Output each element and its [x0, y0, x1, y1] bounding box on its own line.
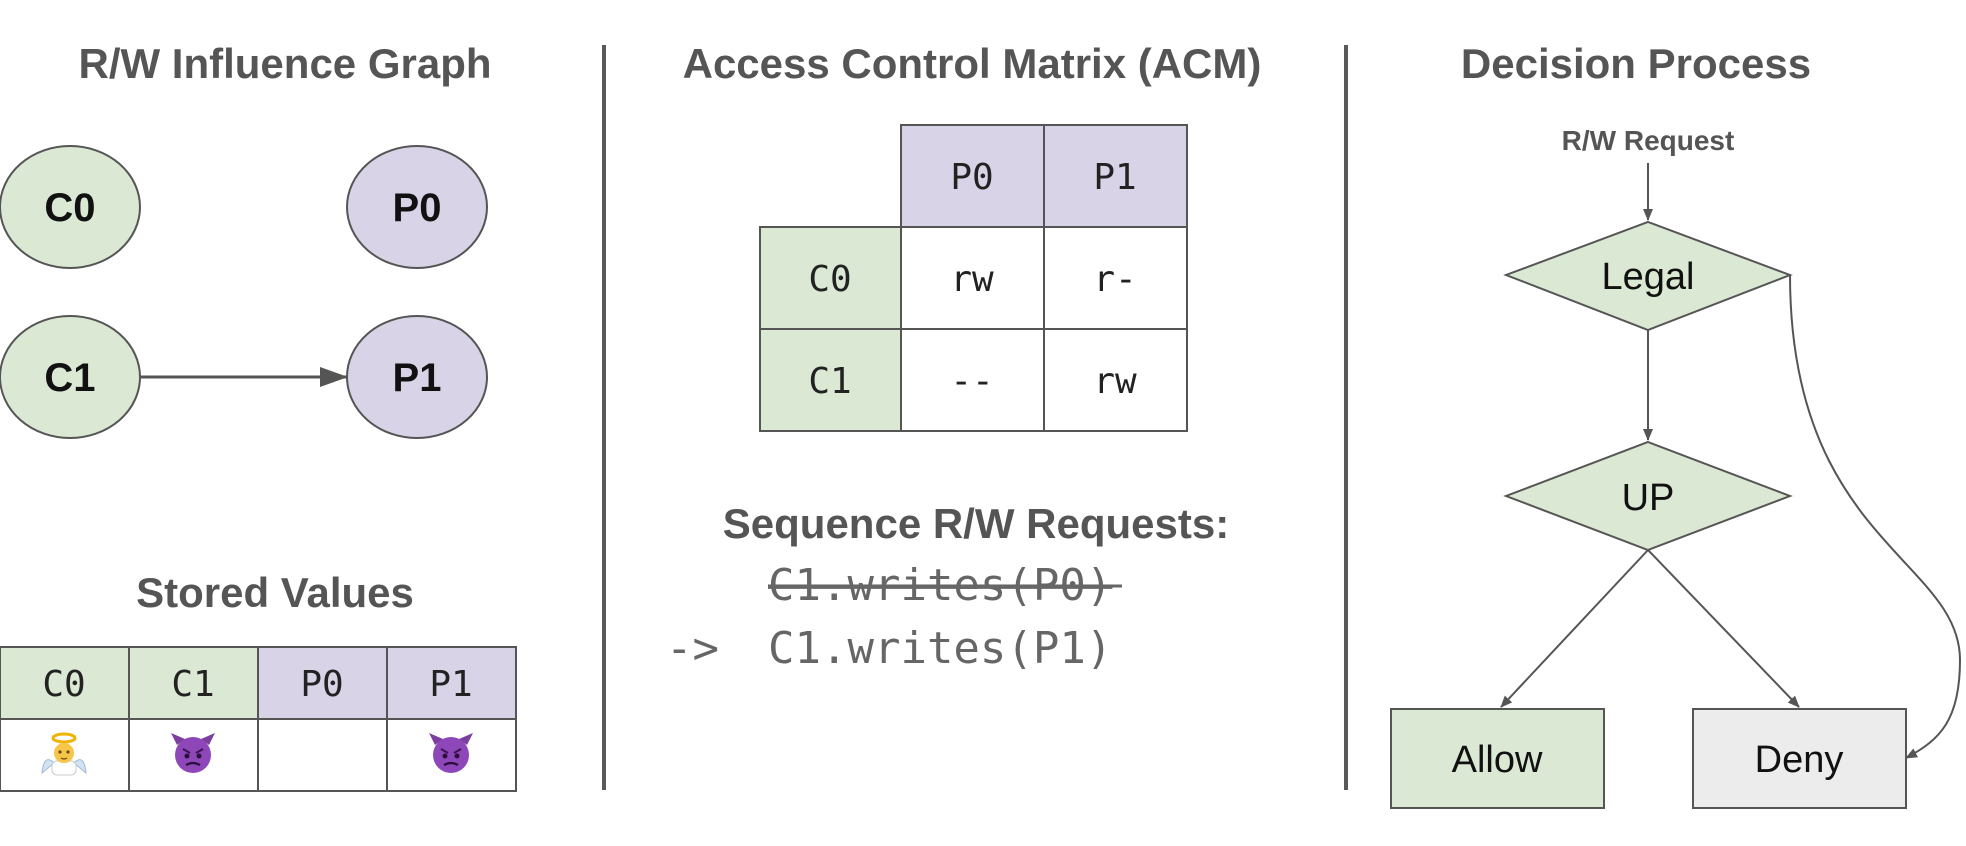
decision-node-up: UP: [1503, 440, 1793, 552]
graph-node-c0-label: C0: [44, 186, 95, 230]
stored-values-table: C0 C1 P0 P1: [0, 646, 517, 792]
sequence-current-arrow: ->: [666, 623, 719, 674]
acm-cell-c0-p1: r-: [1093, 259, 1136, 300]
flow-arrow-up-allow: [1500, 549, 1649, 708]
decision-outcome-deny-label: Deny: [1755, 739, 1844, 781]
stored-header-c1: C1: [171, 664, 214, 705]
acm-row-header-c1: C1: [808, 361, 851, 402]
decision-outcome-allow: Allow: [1390, 708, 1605, 809]
graph-node-p0: P0: [346, 145, 488, 269]
devil-emoji-icon: [429, 733, 473, 773]
acm-title: Access Control Matrix (ACM): [683, 40, 1262, 87]
acm-cell-c1-p0: --: [950, 361, 993, 402]
influence-graph-title: R/W Influence Graph: [78, 40, 491, 87]
decision-panel: Decision Process R/W Request Legal UP Al…: [1390, 40, 1962, 809]
angel-emoji-icon: [41, 732, 87, 776]
flow-arrow-legal-deny: [1789, 274, 1962, 759]
acm-col-header-p1: P1: [1093, 157, 1136, 198]
graph-node-p0-label: P0: [393, 186, 442, 230]
acm-row-header-c0: C0: [808, 259, 851, 300]
stored-header-p1: P1: [429, 664, 472, 705]
stored-header-c0: C0: [42, 664, 85, 705]
acm-table: P0 P1 C0 C1 rw r- -- rw: [759, 124, 1188, 432]
decision-node-up-label: UP: [1622, 477, 1675, 519]
sequence-request-current: C1.writes(P1): [768, 623, 1112, 674]
decision-outcome-deny: Deny: [1692, 708, 1907, 809]
graph-node-c0: C0: [0, 145, 141, 269]
stored-header-p0: P0: [300, 664, 343, 705]
devil-emoji-icon: [171, 733, 215, 773]
sequence-title: Sequence R/W Requests:: [723, 500, 1229, 547]
acm-col-header-p0: P0: [950, 157, 993, 198]
flow-arrow-up-deny: [1647, 549, 1800, 708]
decision-outcome-allow-label: Allow: [1452, 739, 1543, 781]
graph-node-p1-label: P1: [393, 356, 442, 400]
influence-graph-panel: R/W Influence Graph C0 P0 C1 P1 Stored V…: [0, 40, 517, 792]
graph-node-p1: P1: [346, 315, 488, 439]
acm-panel: Access Control Matrix (ACM) P0 P1 C0 C1 …: [666, 40, 1261, 674]
acm-cell-c1-p1: rw: [1093, 361, 1137, 402]
decision-request-label: R/W Request: [1562, 125, 1735, 156]
graph-node-c1-label: C1: [44, 356, 95, 400]
acm-cell-c0-p0: rw: [950, 259, 994, 300]
decision-node-legal-label: Legal: [1602, 256, 1695, 298]
graph-node-c1: C1: [0, 315, 141, 439]
decision-title: Decision Process: [1461, 40, 1811, 87]
decision-node-legal: Legal: [1503, 220, 1793, 332]
stored-values-title: Stored Values: [136, 569, 414, 616]
